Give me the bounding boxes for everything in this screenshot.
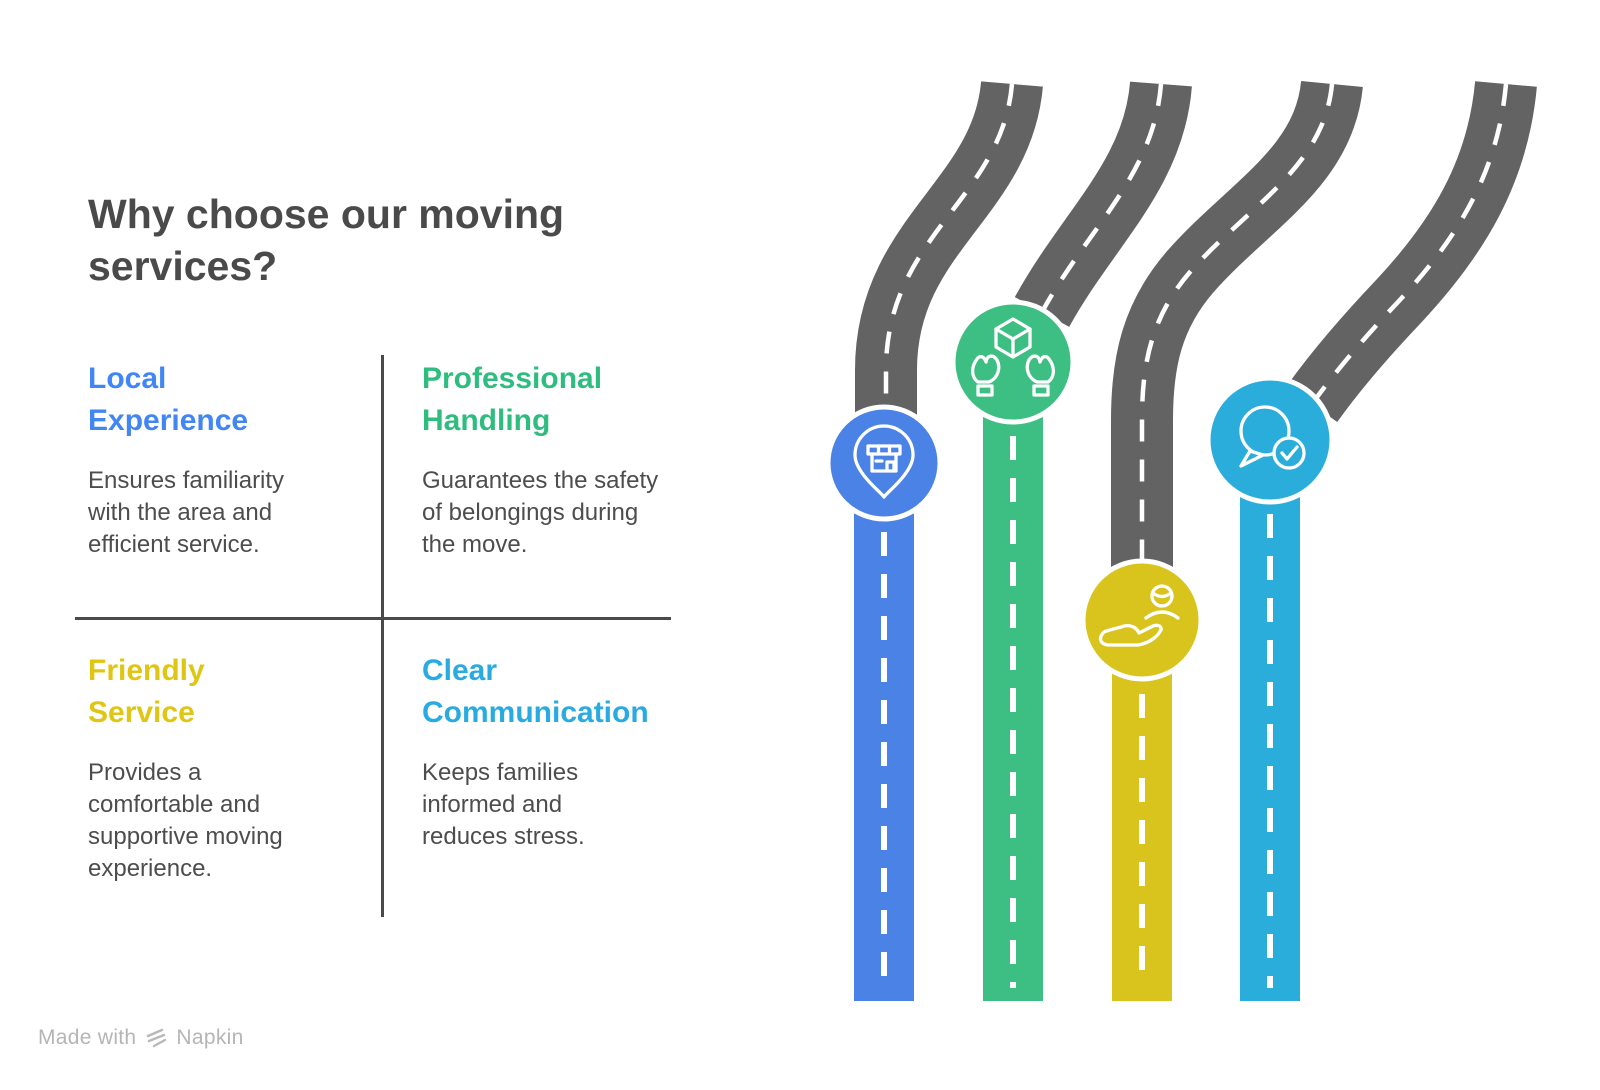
feature-clear-communication: Clear Communication Keeps families infor… xyxy=(422,650,649,853)
node-professional-handling xyxy=(950,299,1076,425)
feature-local-experience: Local Experience Ensures familiarity wit… xyxy=(88,358,323,561)
feature-heading: Local Experience xyxy=(88,362,249,437)
feature-description: Ensures familiarity with the area and ef… xyxy=(88,467,285,558)
road-lane-professional-handling xyxy=(983,80,1197,1001)
page-title: Why choose our moving services? xyxy=(88,191,565,290)
feature-professional-handling: Professional Handling Guarantees the saf… xyxy=(422,358,660,561)
quadrant-divider-vertical xyxy=(381,355,384,917)
watermark-brand: Napkin xyxy=(176,1026,244,1049)
feature-heading: Clear Communication xyxy=(422,654,649,729)
feature-heading: Professional Handling xyxy=(422,362,603,437)
chat-check-icon xyxy=(1239,405,1306,470)
made-with-napkin-watermark: Made with Napkin xyxy=(38,1026,244,1050)
road-lane-local-experience xyxy=(850,79,1048,1001)
napkin-logo-icon xyxy=(147,1028,167,1048)
watermark-prefix: Made with xyxy=(38,1026,137,1049)
feature-description: Keeps families informed and reduces stre… xyxy=(422,759,585,850)
node-local-experience xyxy=(825,404,943,522)
storefront-pin-icon xyxy=(853,424,915,499)
node-friendly-service xyxy=(1080,558,1204,682)
feature-heading: Friendly Service xyxy=(88,654,205,729)
hands-holding-box-icon xyxy=(970,317,1056,397)
hand-supporting-person-icon xyxy=(1098,584,1180,647)
feature-friendly-service: Friendly Service Provides a comfortable … xyxy=(88,650,313,885)
node-clear-communication xyxy=(1205,375,1335,505)
feature-description: Guarantees the safety of belongings duri… xyxy=(422,467,659,558)
quadrant-divider-horizontal xyxy=(75,617,671,620)
road-lane-clear-communication xyxy=(1240,80,1542,1001)
feature-description: Provides a comfortable and supportive mo… xyxy=(88,759,283,882)
road-lane-friendly-service xyxy=(1106,79,1368,1001)
